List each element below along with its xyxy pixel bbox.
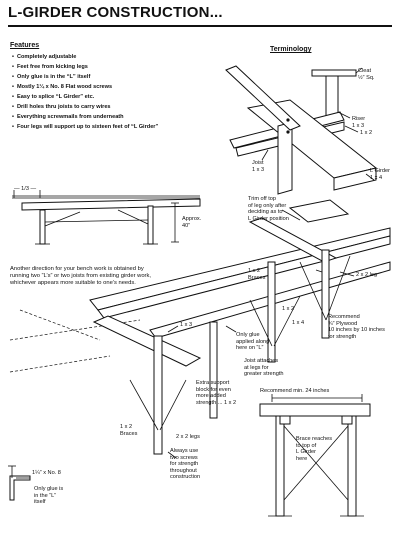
bench-note: Another direction for your bench work is… — [10, 266, 152, 286]
features-list: Completely adjustable Feet free from kic… — [12, 52, 158, 132]
legs-2x2-label: 2 x 2 legs — [176, 434, 200, 440]
feature-item: Easy to splice “L Girder” etc. — [12, 92, 158, 102]
joist-attaches-note: Joist attaches at legs for greater stren… — [244, 358, 284, 378]
page-title: L-GIRDER CONSTRUCTION... — [8, 4, 223, 21]
screw-size-label: 1¼” x No. 8 — [32, 470, 61, 476]
extra-support-note: Extra support block for even more added … — [196, 380, 237, 406]
glue-detail-drawing — [8, 465, 31, 501]
riser-label: Riser 1 x 3 — [352, 116, 366, 129]
main-drawing — [9, 199, 391, 459]
only-glue-detail-note: Only glue is in the “L” itself — [34, 486, 64, 506]
joist-label: Joist 1 x 3 — [252, 160, 265, 173]
one-by-two-main-label: 1 x 2 — [282, 306, 295, 312]
one-third-dimension: — 1/3 — — [14, 186, 37, 192]
title-rule — [8, 25, 392, 27]
feature-item: Only glue is in the “L” itself — [12, 72, 158, 82]
braces-low-label: 1 x 2 Braces — [120, 424, 138, 437]
one-by-two-label: 1 x 2 — [360, 130, 373, 136]
height-dimension: Approx. 40” — [182, 216, 202, 229]
braces-top-label: 1 x 2 Braces — [248, 268, 266, 281]
features-heading: Features — [10, 42, 40, 49]
only-glue-note: Only glue applied along here on “L” — [236, 332, 270, 352]
feature-item: Everything screwmails from underneath — [12, 112, 158, 122]
plywood-note: Recommend ¾” Plywood 10 inches by 10 inc… — [328, 314, 385, 340]
feature-item: Feet free from kicking legs — [12, 62, 158, 72]
feature-item: Four legs will support up to sixteen fee… — [12, 122, 158, 132]
recommend-width-label: Recommend min. 24 inches — [260, 388, 330, 394]
end-view-drawing — [259, 394, 371, 517]
two-screws-note: Always use two screws for strength throu… — [170, 448, 201, 481]
l-girder-label: L Girder 1 x 4 — [370, 168, 390, 181]
side-view-drawing — [12, 190, 201, 245]
one-by-three-label: 1 x 3 — [180, 322, 193, 328]
feature-item: Drill holes thru joists to carry wires — [12, 102, 158, 112]
terminology-drawing — [225, 65, 378, 195]
one-by-four-label: 1 x 4 — [292, 320, 305, 326]
leg-2x2-label: 2 x 2 leg — [356, 272, 378, 278]
trim-note: Trim off top of leg only after deciding … — [248, 196, 289, 222]
terminology-heading: Terminology — [270, 46, 312, 53]
feature-item: Mostly 1¼ x No. 8 Flat wood screws — [12, 82, 158, 92]
cleat-label: Cleat ½” Sq. — [358, 68, 375, 81]
feature-item: Completely adjustable — [12, 52, 158, 62]
brace-reaches-note: Brace reaches to top of L Girder here — [296, 436, 333, 462]
